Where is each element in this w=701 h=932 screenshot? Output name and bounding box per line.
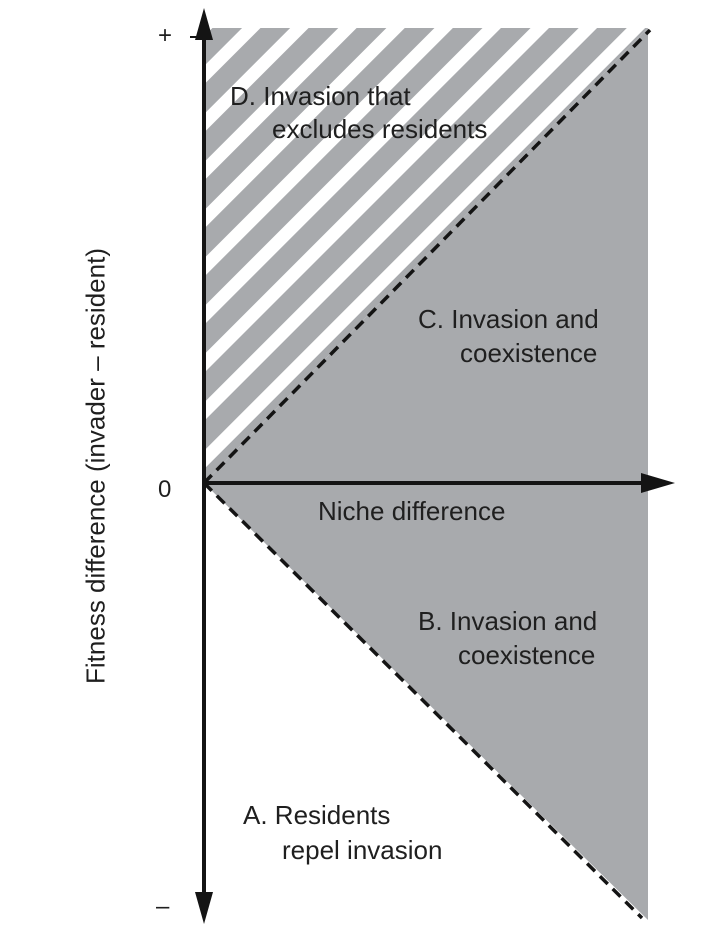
region-c-label-line1: C. Invasion and — [418, 304, 599, 334]
tick-label-plus: + — [158, 22, 173, 49]
region-c-fill — [204, 28, 648, 483]
y-axis-arrow-up-icon — [195, 8, 213, 40]
region-b-label-line2: coexistence — [458, 640, 596, 670]
x-axis-label: Niche difference — [318, 496, 506, 526]
upper-boundary-dashed — [202, 28, 652, 485]
region-c-label-line2: coexistence — [460, 338, 598, 368]
y-axis-arrow-down-icon — [195, 892, 213, 924]
region-d-label-line1: D. Invasion that — [230, 81, 411, 111]
region-a-label-line1: A. Residents — [243, 800, 391, 830]
tick-label-zero: 0 — [158, 476, 172, 503]
y-axis-label: Fitness difference (invader – resident) — [80, 248, 111, 684]
tick-label-minus: – — [156, 893, 170, 920]
region-a-label-line2: repel invasion — [282, 835, 443, 865]
lower-boundary-dashed — [202, 481, 644, 920]
x-axis-arrow-right-icon — [641, 473, 675, 493]
region-b-label-line1: B. Invasion and — [418, 606, 598, 636]
region-d-label-line2: excludes residents — [272, 114, 488, 144]
